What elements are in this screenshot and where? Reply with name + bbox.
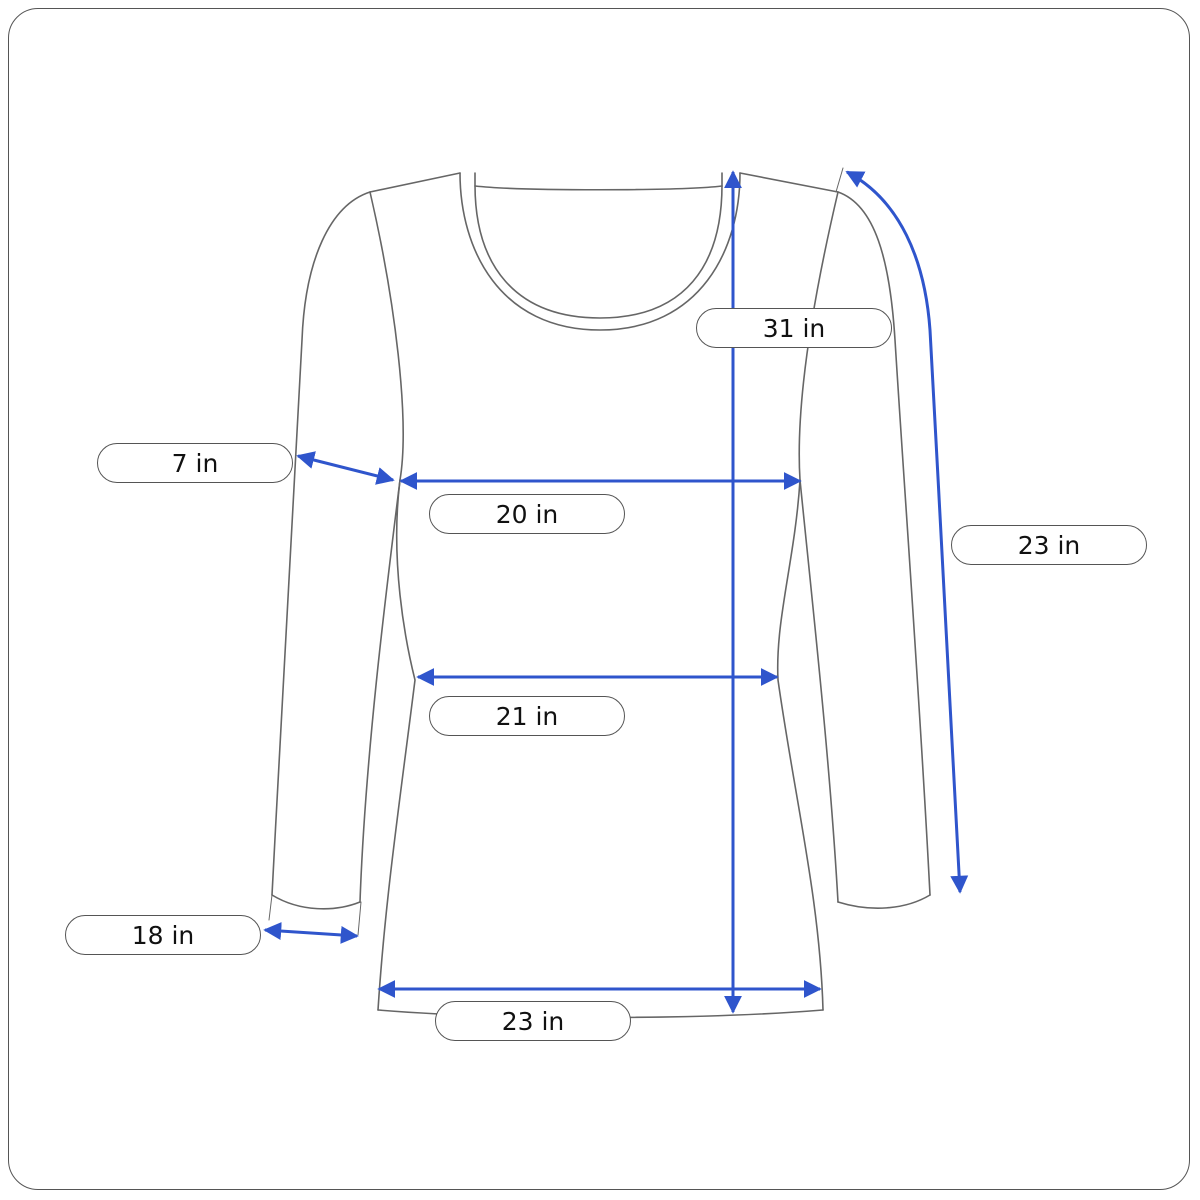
cuff-label: 18 in <box>65 915 261 955</box>
sleeve-label: 23 in <box>951 525 1147 565</box>
neckline-back <box>474 185 723 191</box>
left-sleeve-inner <box>359 479 401 903</box>
cuff-guide-left <box>268 894 273 921</box>
collar-outer <box>459 172 741 331</box>
left-cuff <box>271 894 361 910</box>
armhole-label: 7 in <box>97 443 293 483</box>
armhole-arrow <box>296 451 395 485</box>
shoulder-guide <box>835 167 844 193</box>
length-label: 31 in <box>696 308 892 348</box>
left-body-side <box>369 191 416 1011</box>
sleeve-arrow <box>845 170 969 894</box>
hem-label: 23 in <box>435 1001 631 1041</box>
collar-inner <box>474 172 723 319</box>
left-sleeve-outer <box>271 191 371 896</box>
cuff-arrow <box>263 922 359 944</box>
right-sleeve-outer <box>837 191 931 896</box>
shirt-outline <box>268 167 931 1019</box>
right-sleeve-inner <box>799 479 839 903</box>
waist-label: 21 in <box>429 696 625 736</box>
chest-label: 20 in <box>429 494 625 534</box>
right-shoulder <box>739 172 839 193</box>
right-cuff <box>837 894 931 909</box>
measurement-arrows <box>263 170 969 1014</box>
cuff-guide-right <box>357 901 362 936</box>
left-shoulder <box>369 172 461 193</box>
